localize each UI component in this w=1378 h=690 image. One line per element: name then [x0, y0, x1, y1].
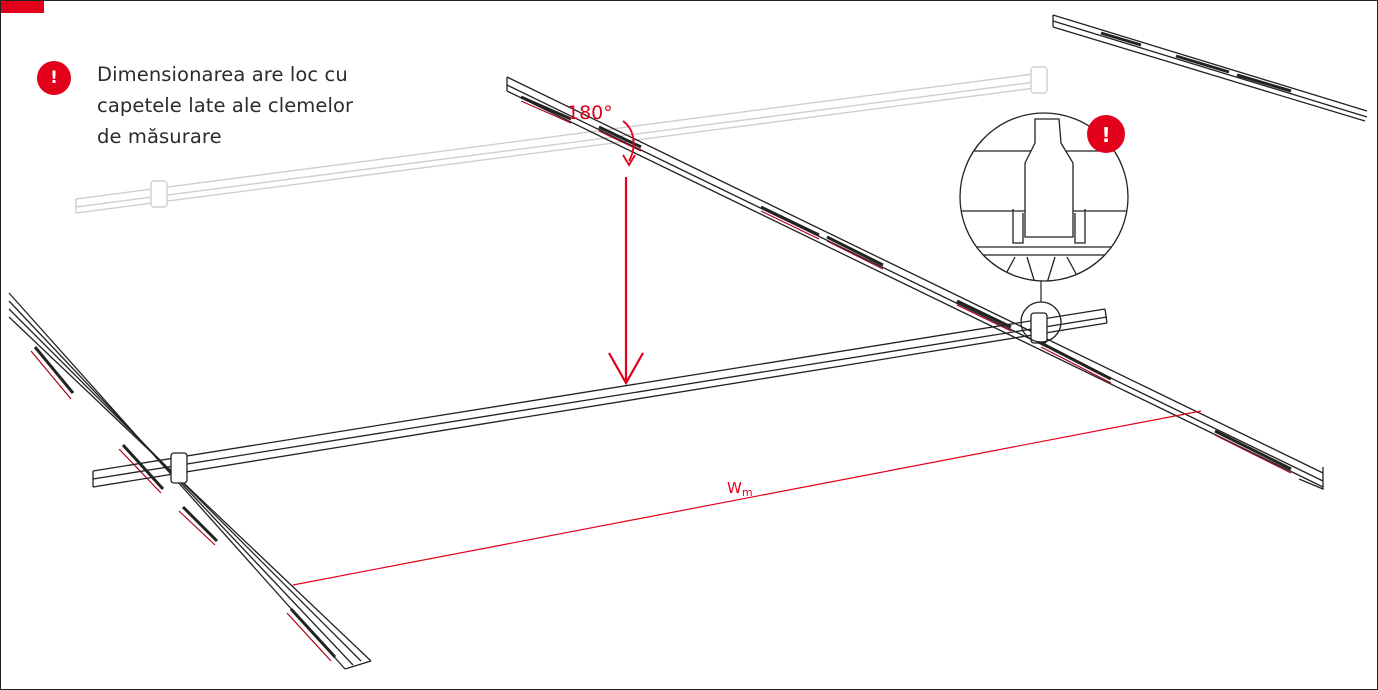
left-rail: [8, 292, 372, 670]
note-text: Dimensionarea are loc cu capetele late a…: [97, 59, 377, 152]
dimension-label: Wm: [727, 479, 753, 499]
corner-tab: [1, 1, 44, 13]
note-line-3: de măsurare: [97, 125, 222, 148]
width-dimension: Wm: [292, 410, 1202, 586]
far-right-rail: [1052, 14, 1368, 122]
rotation-indicator: 180°: [567, 102, 636, 167]
cross-rail: [92, 308, 1108, 488]
ghost-cross-rail: [75, 66, 1048, 214]
rotation-label: 180°: [567, 102, 613, 124]
note-line-2: capetele late ale clemelor: [97, 94, 354, 117]
exclamation-icon: !: [37, 61, 71, 95]
drop-arrow-icon: [608, 177, 644, 386]
exclamation-glyph: !: [1101, 123, 1110, 147]
upper-rail: [506, 76, 1324, 490]
note-line-1: Dimensionarea are loc cu: [97, 63, 348, 86]
exclamation-icon: [1087, 115, 1125, 153]
detail-callout: !: [959, 112, 1129, 343]
rotation-arrow-icon: [622, 120, 635, 162]
